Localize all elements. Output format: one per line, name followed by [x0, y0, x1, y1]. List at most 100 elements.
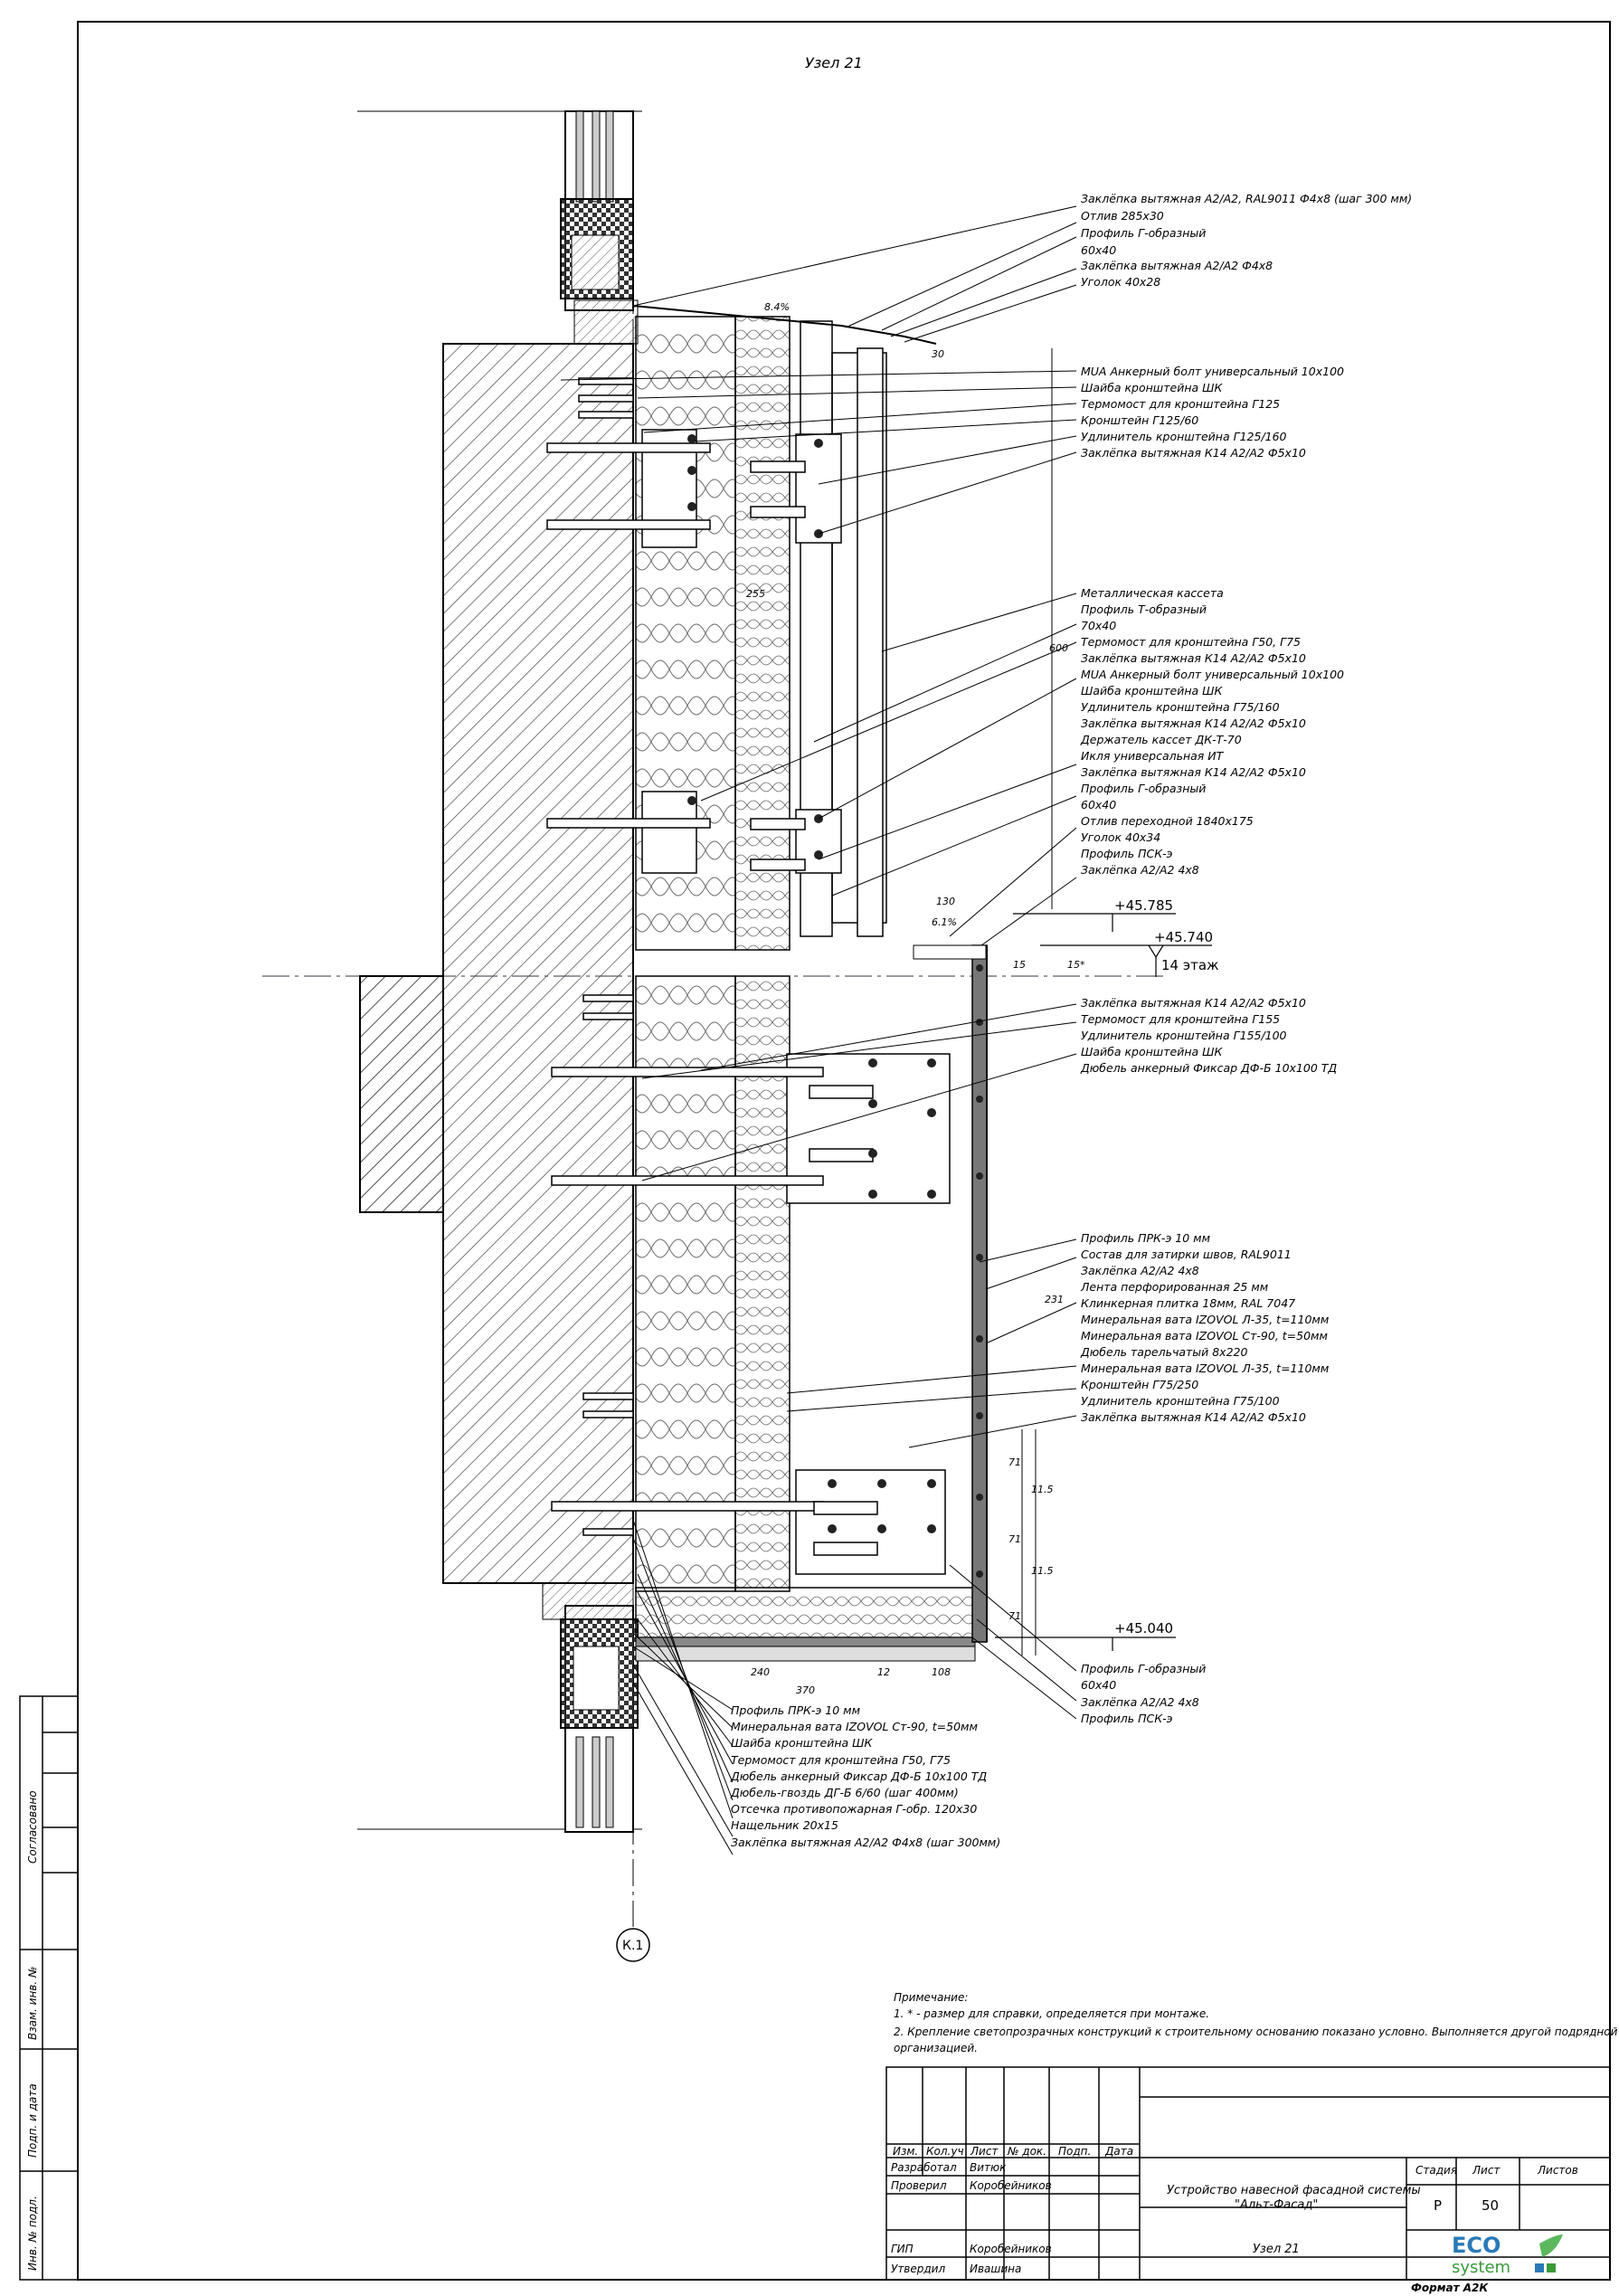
callout-text: Заклёпка вытяжная A2/A2 Ф4х8	[1081, 259, 1273, 272]
callout-text: Минеральная вата IZOVOL Л-35, t=110мм	[1081, 1313, 1329, 1326]
axis-bubble	[616, 1928, 650, 1962]
callout-text: Заклёпка вытяжная К14 A2/A2 Ф5х10	[1081, 446, 1306, 460]
callout-text: Минеральная вата IZOVOL Ст-90, t=50мм	[731, 1720, 978, 1733]
callout-text: Профиль Г-образный	[1081, 782, 1206, 795]
callout-text: Профиль Т-образный	[1081, 602, 1207, 616]
level-floor: 14 этаж	[1161, 957, 1219, 973]
callout-text: MUA Анкерный болт универсальный 10х100	[1081, 365, 1344, 378]
callout-text: Шайба кронштейна ШК	[1081, 1045, 1224, 1058]
dim-600: 600	[1049, 642, 1068, 654]
callouts-top: Заклёпка вытяжная A2/A2, RAL9011 Ф4х8 (ш…	[1081, 192, 1412, 289]
axis-label: К.1	[622, 1939, 643, 1953]
level-markers	[995, 913, 1212, 1651]
callout-text: Минеральная вата IZOVOL Ст-90, t=50мм	[1081, 1329, 1328, 1342]
callout-text: Удлинитель кронштейна Г75/100	[1081, 1394, 1280, 1408]
tb-header-date: Дата	[1104, 2145, 1133, 2158]
dim-11-5-a: 11.5	[1031, 1484, 1054, 1495]
callout-text: Профиль ПРК-э 10 мм	[1081, 1231, 1210, 1245]
callout-text: Состав для затирки швов, RAL9011	[1081, 1248, 1292, 1261]
tb-sheet-number: 50	[1482, 2197, 1499, 2214]
level-45785: +45.785	[1114, 897, 1173, 914]
tb-logo-bottom: system	[1452, 2258, 1510, 2277]
tb-header-list: Лист	[970, 2145, 999, 2158]
callout-text: Заклёпка A2/A2 4х8	[1081, 1264, 1199, 1277]
dim-slope-top: 8.4%	[764, 301, 790, 313]
callout-text: Дюбель анкерный Фиксар ДФ-Б 10х100 ТД	[730, 1769, 987, 1783]
tb-sheet-name: Узел 21	[1253, 2243, 1300, 2256]
callout-text: Профиль ПСК-э	[1081, 847, 1173, 860]
callout-text: Отлив переходной 1840х175	[1081, 814, 1254, 828]
outer-frame	[77, 21, 1611, 2281]
tb-header-sign: Подп.	[1058, 2145, 1091, 2158]
bracket-group-upper	[546, 429, 842, 548]
clinker-facade	[971, 944, 988, 1643]
tb-role-approved: Утвердил	[891, 2263, 945, 2275]
notes-line-1: 1. * - размер для справки, определяется …	[894, 2007, 1209, 2020]
fastener-dots	[687, 434, 983, 1578]
callout-text: Заклёпка вытяжная К14 A2/A2 Ф5х10	[1081, 996, 1306, 1010]
callout-text: Держатель кассет ДК-Т-70	[1080, 733, 1242, 746]
callout-text: Заклёпка A2/A2 4х8	[1081, 863, 1199, 877]
callouts-d: Профиль ПРК-э 10 мм Состав для затирки ш…	[1080, 1231, 1329, 1424]
tb-doc-title: Устройство навесной фасадной системы	[1167, 2184, 1421, 2197]
callout-text: Металлическая кассета	[1081, 586, 1224, 600]
callouts-c: Заклёпка вытяжная К14 A2/A2 Ф5х10 Термом…	[1080, 996, 1337, 1075]
soffit-insulation	[635, 1587, 976, 1638]
tb-role-checked: Проверил	[891, 2179, 947, 2192]
dim-108: 108	[932, 1666, 951, 1678]
callout-text: Термомост для кронштейна Г50, Г75	[1081, 635, 1301, 649]
tb-name-gip: Коробейников	[970, 2243, 1052, 2255]
callouts-b: Металлическая кассета Профиль Т-образный…	[1080, 586, 1344, 877]
callout-text: Профиль ПРК-э 10 мм	[731, 1703, 860, 1717]
notes-title: Примечание:	[894, 1991, 968, 2004]
callout-text: Заклёпка вытяжная К14 A2/A2 Ф5х10	[1081, 765, 1306, 779]
dim-71-a: 71	[1008, 1456, 1021, 1468]
callout-text: Термомост для кронштейна Г50, Г75	[731, 1753, 951, 1767]
callout-text: Кронштейн Г75/250	[1081, 1378, 1198, 1391]
dim-255: 255	[746, 588, 765, 600]
notes: Примечание: 1. * - размер для справки, о…	[894, 1991, 1618, 2054]
callouts-e: Профиль Г-образный 60х40 Заклёпка A2/A2 …	[1081, 1662, 1206, 1725]
callout-text: Клинкерная плитка 18мм, RAL 7047	[1081, 1296, 1295, 1310]
dim-71-c: 71	[1008, 1610, 1021, 1622]
insulation-upper-inner	[734, 316, 791, 951]
anchor-bolts	[578, 377, 634, 1536]
drawing-title: Узел 21	[805, 54, 863, 71]
bracket-group-slab	[551, 1053, 951, 1204]
tb-format: Формат А2К	[1411, 2282, 1489, 2294]
tb-name-developed: Витюк	[970, 2161, 1007, 2174]
stamp-inv-original: Инв. № подл.	[26, 2196, 39, 2271]
eco-logo-leaf	[1539, 2234, 1563, 2257]
tb-header-doc: № док.	[1007, 2145, 1046, 2158]
dim-370: 370	[796, 1684, 815, 1696]
dim-30: 30	[932, 348, 944, 360]
title-block-lines	[885, 2066, 1611, 2281]
callout-text: Уголок 40х28	[1081, 275, 1160, 289]
tb-role-developed: Разработал	[891, 2161, 957, 2174]
callout-text: 60х40	[1081, 1678, 1116, 1692]
eco-logo-square-b	[1547, 2263, 1556, 2272]
stamp-approved: Согласовано	[26, 1790, 39, 1864]
callout-text: Заклёпка вытяжная К14 A2/A2 Ф5х10	[1081, 716, 1306, 730]
dim-231: 231	[1045, 1294, 1064, 1305]
callout-text: Дюбель анкерный Фиксар ДФ-Б 10х100 ТД	[1080, 1061, 1337, 1075]
dim-240: 240	[751, 1666, 770, 1678]
insulation-lower-inner	[734, 975, 791, 1592]
notes-line-3: организацией.	[894, 2042, 978, 2054]
callout-text: Заклёпка вытяжная К14 A2/A2 Ф5х10	[1081, 651, 1306, 665]
callout-text: Термомост для кронштейна Г125	[1081, 397, 1280, 411]
callout-text: Лента перфорированная 25 мм	[1080, 1280, 1268, 1294]
notes-line-2: 2. Крепление светопрозрачных конструкций…	[894, 2026, 1618, 2038]
dim-slope-mid: 6.1%	[932, 916, 957, 928]
tb-name-approved: Ивашина	[970, 2263, 1021, 2275]
title-block-texts: Изм. Кол.уч Лист № док. Подп. Дата Разра…	[891, 2145, 1578, 2294]
stamp-sign-date: Подп. и дата	[26, 2083, 39, 2158]
callout-text: Отлив 285х30	[1081, 209, 1164, 223]
callout-text: Минеральная вата IZOVOL Л-35, t=110мм	[1081, 1361, 1329, 1375]
dim-11-5-b: 11.5	[1031, 1565, 1054, 1577]
level-45740: +45.740	[1154, 929, 1213, 945]
callout-text: Шайба кронштейна ШК	[1081, 381, 1224, 394]
tb-header-kol: Кол.уч	[926, 2145, 964, 2158]
tb-logo-top: ECO	[1452, 2233, 1501, 2258]
